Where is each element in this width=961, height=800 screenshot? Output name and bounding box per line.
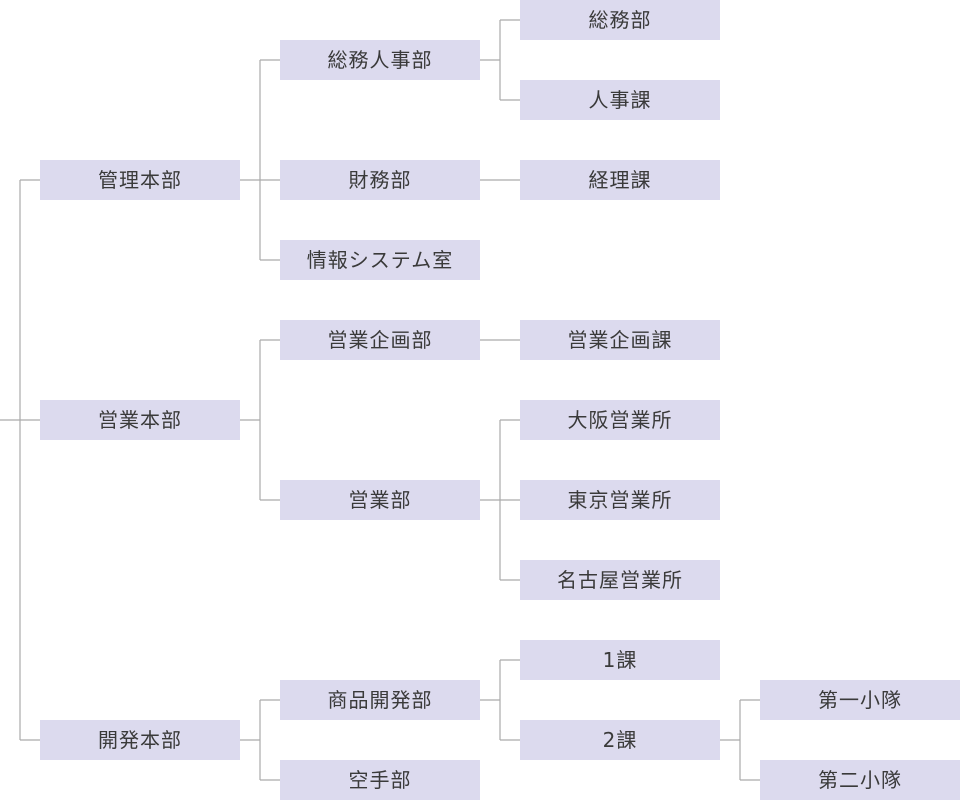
node-section-hr: 人事課	[520, 80, 720, 120]
node-hq-sales: 営業本部	[40, 400, 240, 440]
node-unit-first-platoon: 第一小隊	[760, 680, 960, 720]
node-dept-sales-planning: 営業企画部	[280, 320, 480, 360]
node-dept-sales: 営業部	[280, 480, 480, 520]
node-hq-management: 管理本部	[40, 160, 240, 200]
node-section-osaka-office: 大阪営業所	[520, 400, 720, 440]
node-section-tokyo-office: 東京営業所	[520, 480, 720, 520]
node-dept-product-development: 商品開発部	[280, 680, 480, 720]
node-section-nagoya-office: 名古屋営業所	[520, 560, 720, 600]
node-section-division-2: 2課	[520, 720, 720, 760]
node-section-general-affairs: 総務部	[520, 0, 720, 40]
node-dept-information-systems: 情報システム室	[280, 240, 480, 280]
node-unit-second-platoon: 第二小隊	[760, 760, 960, 800]
node-section-sales-planning: 営業企画課	[520, 320, 720, 360]
node-dept-general-affairs-hr: 総務人事部	[280, 40, 480, 80]
node-section-accounting: 経理課	[520, 160, 720, 200]
node-dept-finance: 財務部	[280, 160, 480, 200]
node-hq-development: 開発本部	[40, 720, 240, 760]
node-section-division-1: 1課	[520, 640, 720, 680]
node-dept-karate: 空手部	[280, 760, 480, 800]
